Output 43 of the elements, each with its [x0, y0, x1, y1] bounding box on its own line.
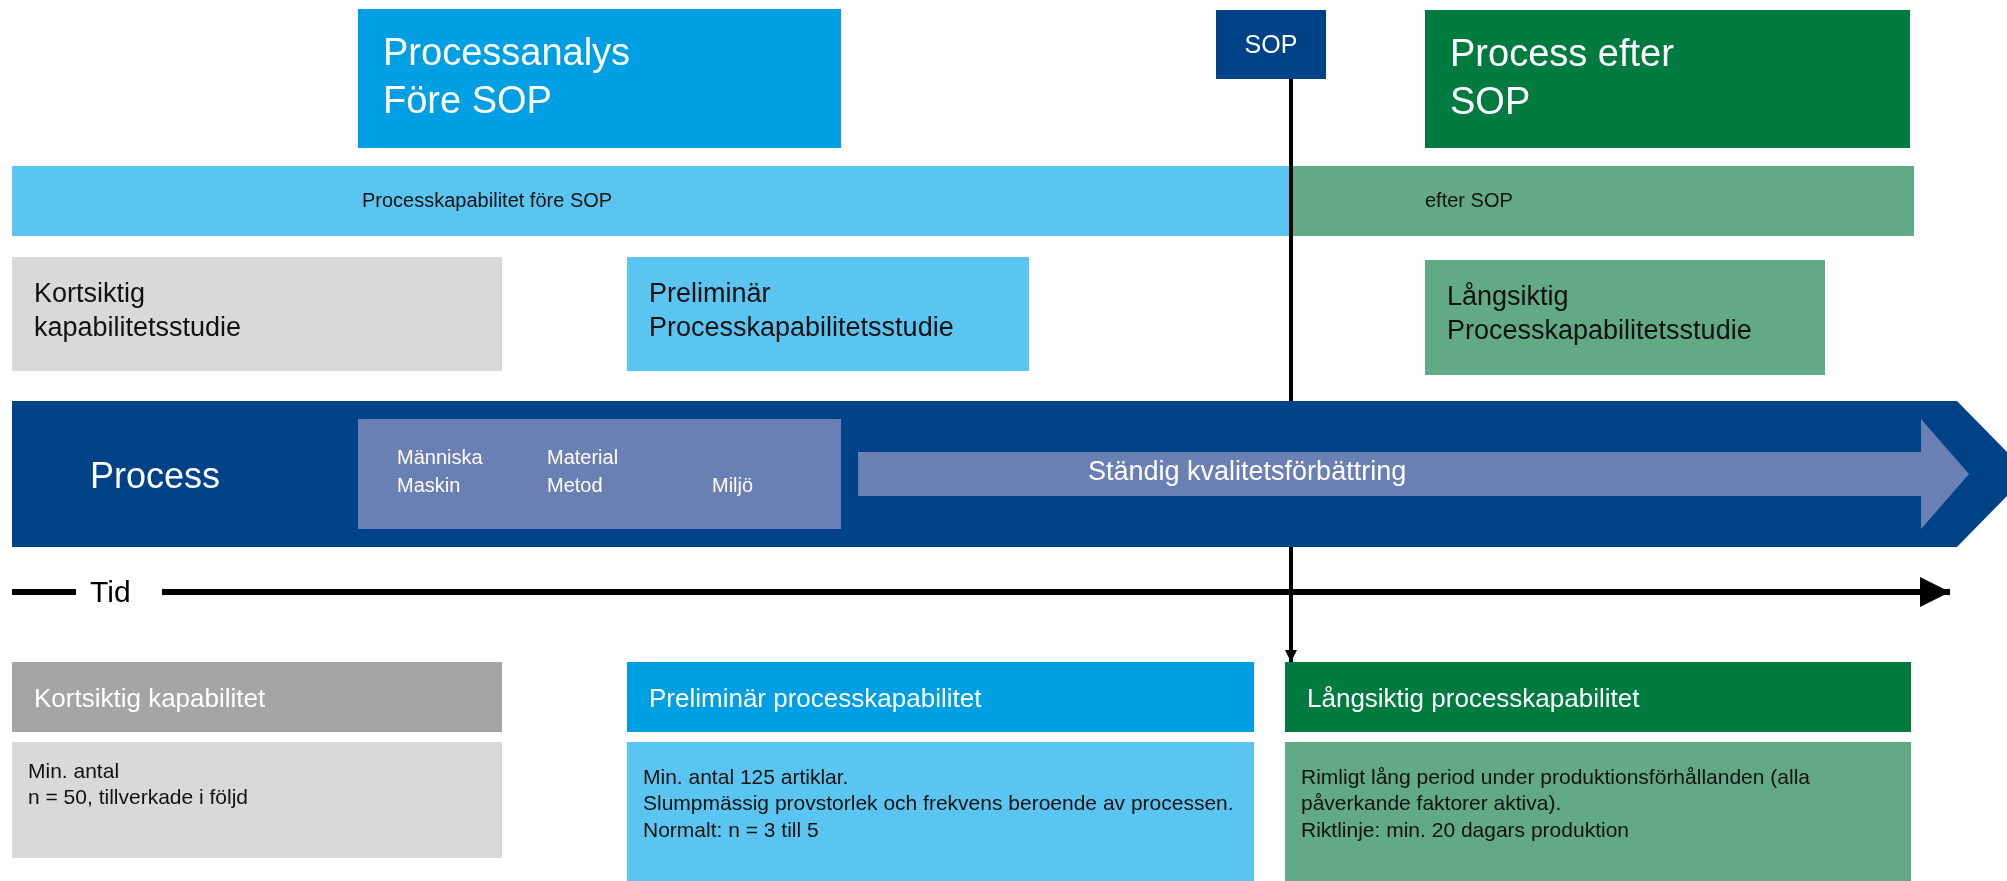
section-header — [12, 662, 502, 732]
factors-panel — [358, 419, 841, 529]
info-text: Slumpmässig provstorlek och frekvens beroende av processen. — [643, 790, 1235, 817]
study-title: Preliminär Processkapabilitetsstudie — [649, 277, 955, 344]
info-text: Normalt: n = 3 till 5 — [643, 816, 820, 843]
factor-label: Maskin — [397, 473, 461, 498]
factor-label: Metod — [547, 473, 603, 498]
info-panel — [1285, 742, 1911, 881]
band-label: efter SOP — [1425, 188, 1514, 213]
factor-label: Människa — [397, 445, 483, 470]
info-text: n = 50, tillverkade i följd — [28, 784, 250, 811]
info-text: Min. antal 125 artiklar. — [643, 764, 850, 790]
info-text: Min. antal — [28, 758, 121, 784]
timeline-band — [12, 166, 1289, 236]
info-panel — [12, 742, 502, 858]
header-title: Långsiktig processkapabilitet — [1307, 682, 1641, 715]
milestone-flag — [1216, 10, 1326, 79]
timeline-band — [1293, 166, 1914, 236]
band-label: Processkapabilitet före SOP — [362, 188, 614, 213]
phase-panel — [1425, 10, 1910, 148]
study-panel — [627, 257, 1029, 371]
section-header — [1285, 662, 1911, 732]
study-title: Kortsiktig kapabilitetsstudie — [34, 277, 243, 344]
study-panel — [12, 257, 502, 371]
process-label: Process — [90, 454, 221, 498]
header-title: Kortsiktig kapabilitet — [34, 682, 267, 715]
improvement-banner — [858, 419, 1969, 529]
milestone-label: SOP — [1244, 28, 1298, 60]
study-panel — [1425, 260, 1825, 375]
header-title: Preliminär processkapabilitet — [649, 682, 983, 715]
phase-title: Processanalys Före SOP — [383, 30, 632, 123]
info-text: Rimligt lång period under produktionsförhållanden (alla påverkande faktorer aktiva). — [1301, 764, 1811, 817]
info-panel — [627, 742, 1254, 881]
axis-label: Tid — [90, 574, 131, 610]
factor-label: Material — [547, 445, 619, 470]
phase-panel — [358, 9, 841, 148]
improvement-label: Ständig kvalitetsförbättring — [1088, 455, 1407, 488]
process-banner — [12, 401, 2007, 547]
phase-title: Process efter SOP — [1450, 31, 1675, 124]
info-text: Riktlinje: min. 20 dagars produktion — [1301, 816, 1630, 843]
study-title: Långsiktig Processkapabilitetsstudie — [1447, 280, 1753, 347]
section-header — [627, 662, 1254, 732]
factor-label: Miljö — [712, 473, 754, 498]
